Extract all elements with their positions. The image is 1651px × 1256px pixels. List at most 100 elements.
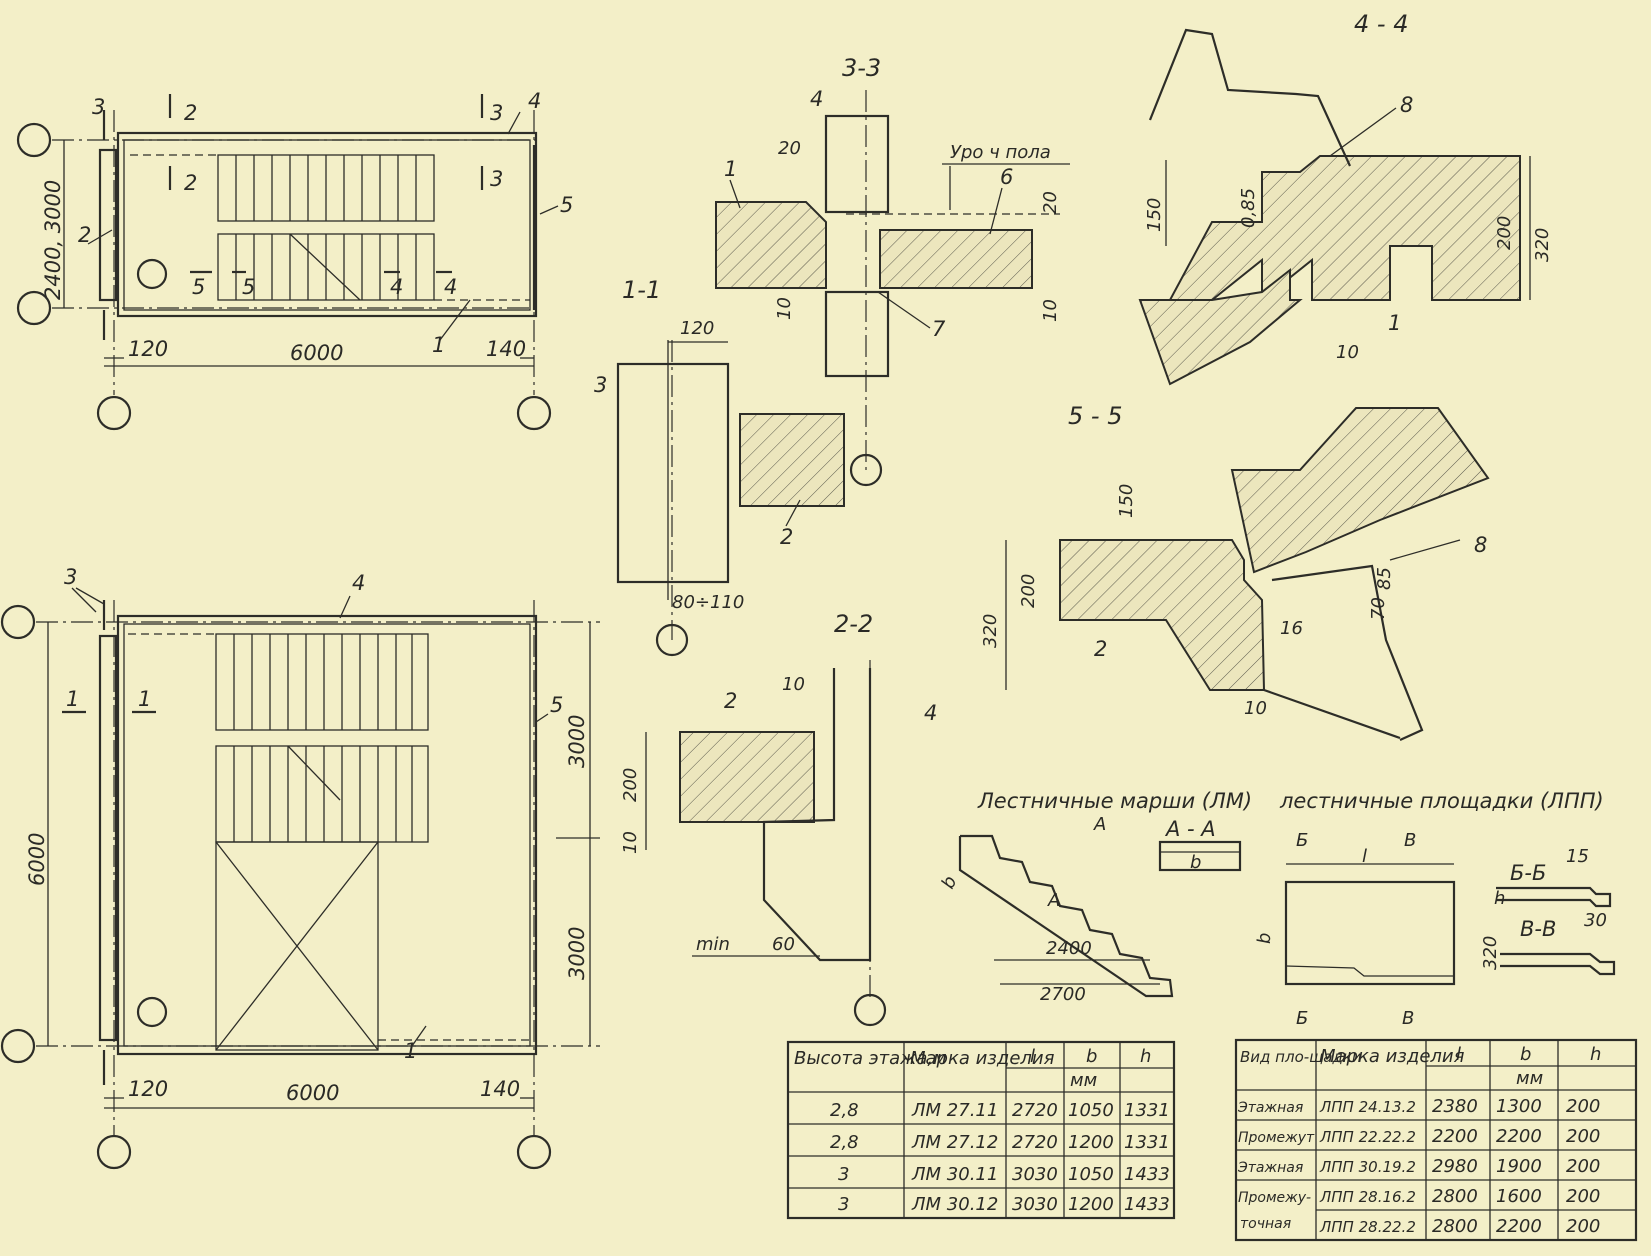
cell: 1200: [1068, 1194, 1114, 1215]
dim-140: 140: [486, 337, 526, 361]
dim-20: 20: [778, 138, 801, 159]
cell: 1900: [1496, 1156, 1542, 1177]
cell: 1300: [1496, 1096, 1542, 1117]
stairwell-void: [215, 841, 379, 1051]
cell: 2200: [1496, 1216, 1542, 1237]
dim-2400-3000: 2400, 3000: [41, 180, 65, 300]
th-l: l: [1030, 1046, 1035, 1067]
dim-320: 320: [980, 614, 1001, 648]
cell: 2200: [1432, 1126, 1478, 1147]
dim-150: 150: [1144, 198, 1165, 232]
stair-cell-walls: [116, 131, 538, 318]
section-title: A - A: [1164, 817, 1216, 841]
dim-15: 15: [1566, 846, 1589, 867]
cut-B: Б: [1296, 830, 1308, 851]
section-mark-4: 4: [390, 275, 403, 299]
dim-60: 60: [772, 934, 795, 955]
cell: 3: [838, 1194, 849, 1215]
cell: 1331: [1124, 1100, 1170, 1121]
section-mark-3: 3: [490, 101, 503, 125]
cell: 200: [1566, 1186, 1600, 1207]
stair-flight-lower: [215, 745, 429, 843]
dim-320: 320: [1480, 936, 1501, 970]
dim-b: b: [1190, 852, 1201, 873]
cell: 2720: [1012, 1100, 1058, 1121]
dim-10: 10: [782, 674, 805, 695]
landing-slab: [679, 731, 815, 823]
cut-V: В: [1402, 1008, 1414, 1029]
cell: ЛПП 30.19.2: [1319, 1158, 1416, 1176]
table-row: Промежу- ЛПП 28.16.2 2800 1600 200: [1238, 1186, 1600, 1207]
dim-200: 200: [1494, 216, 1515, 250]
cell: ЛМ 30.12: [911, 1194, 998, 1215]
axis-bubble: [849, 453, 883, 487]
section-title: 2-2: [834, 610, 873, 638]
th-mark: Марка изделия: [1320, 1046, 1465, 1067]
section-title: 3-3: [842, 54, 881, 82]
cell: 200: [1566, 1126, 1600, 1147]
stair-flight-upper: [215, 633, 429, 731]
axis-bubble: [516, 395, 552, 431]
cell: ЛМ 27.11: [911, 1100, 998, 1121]
cell: ЛПП 28.16.2: [1319, 1188, 1416, 1206]
callout-2: 2: [780, 525, 793, 549]
cell: 2720: [1012, 1132, 1058, 1153]
th-kind: Вид пло-щадки: [1240, 1048, 1362, 1066]
callout-1: 1: [1388, 311, 1401, 335]
callout-2: 2: [724, 689, 737, 713]
stair-flight-lower: [217, 233, 435, 301]
callout-2: 2: [1094, 637, 1107, 661]
landing-plan: [1284, 880, 1456, 986]
slab-right: [879, 229, 1033, 289]
cell: 1433: [1124, 1164, 1170, 1185]
cell: 1433: [1124, 1194, 1170, 1215]
dim-70: 70: [1368, 597, 1389, 620]
callout-5: 5: [560, 193, 573, 217]
callout-2: 2: [78, 223, 91, 247]
cell: ЛПП 28.22.2: [1319, 1218, 1416, 1236]
flight-slab: [1230, 407, 1490, 574]
section-mark-4: 4: [444, 275, 457, 299]
callout-4: 4: [528, 89, 541, 113]
dim-120: 120: [128, 337, 168, 361]
table-row: Промежут ЛПП 22.22.2 2200 2200 200: [1238, 1126, 1600, 1147]
axis-bubble: [96, 1134, 132, 1170]
axis-bubble: [16, 122, 52, 158]
heading-marches: Лестничные марши (ЛМ): [977, 789, 1252, 813]
callout-3: 3: [92, 95, 105, 119]
cell: 2,8: [830, 1132, 859, 1153]
stair-flight-upper: [217, 154, 435, 222]
section-title: 1-1: [622, 276, 661, 304]
dim-20: 20: [1040, 191, 1061, 214]
cell: 3: [838, 1164, 849, 1185]
dim-0-85: 0,85: [1238, 188, 1259, 228]
dim-3000-upper: 3000: [565, 715, 589, 768]
cell: Промежут: [1238, 1130, 1315, 1146]
dim-min: min: [696, 934, 730, 955]
th-unit: мм: [1070, 1070, 1097, 1091]
section-mark-2: 2: [184, 171, 197, 195]
dim-10: 10: [1244, 698, 1267, 719]
section-mark-1: 1: [66, 687, 79, 711]
section-mark-3: 3: [490, 167, 503, 191]
cell: 3030: [1012, 1164, 1058, 1185]
section-mark-5: 5: [192, 275, 205, 299]
th-b: b: [1520, 1044, 1531, 1065]
dim-10: 10: [620, 831, 641, 854]
cell: 2380: [1432, 1096, 1478, 1117]
axis-bubble: [516, 1134, 552, 1170]
dim-10: 10: [1040, 299, 1061, 322]
section-title: Б-Б: [1510, 861, 1546, 885]
table-row: точная ЛПП 28.22.2 2800 2200 200: [1240, 1216, 1600, 1237]
section-3-3: 3-3 4 1 6 7 Уро ч пола 20 20 10 10: [715, 54, 1070, 487]
axis-bubble: [0, 1028, 36, 1064]
table-row: 3 ЛМ 30.11 3030 1050 1433: [838, 1164, 1170, 1185]
section-5-5: 5 - 5 8 2 150 200 320 85 70 16 10: [980, 402, 1490, 742]
th-l: l: [1456, 1044, 1461, 1065]
flight-slab-lower: [1138, 267, 1303, 386]
section-4-4: 4 - 4 8 1 150 0,85 200 320 10: [1138, 10, 1553, 386]
callout-6: 6: [1000, 165, 1013, 189]
cell: ЛПП 24.13.2: [1319, 1098, 1416, 1116]
cell: 1050: [1068, 1100, 1114, 1121]
dim-200: 200: [620, 768, 641, 802]
